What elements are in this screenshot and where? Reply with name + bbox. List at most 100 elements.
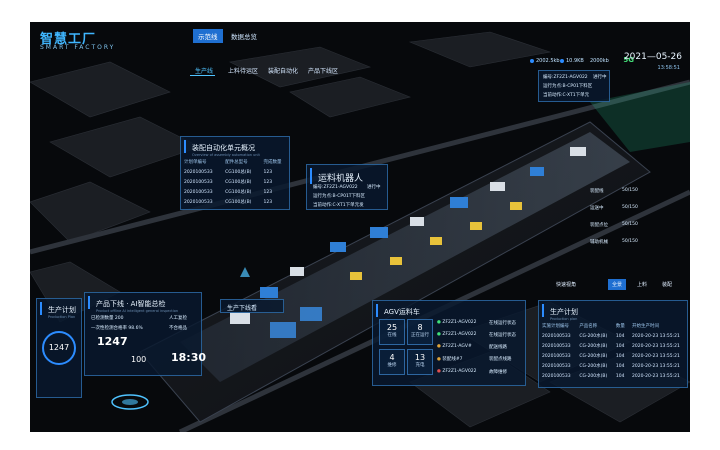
popup-row: 编号:ZF2Z1-AGV022: [543, 75, 588, 80]
panel-title: AGV运料车: [376, 304, 525, 317]
cell: 2020-20-23 13:55:21: [632, 353, 680, 359]
dot-icon: [530, 58, 534, 63]
cell: CG-200水(B): [579, 344, 608, 349]
cell: 123: [263, 179, 273, 185]
subnav-loading-area[interactable]: 上料待运区: [228, 68, 259, 75]
agv-id: ZF2Z1-AGV#: [442, 344, 472, 349]
plan-ring: 1247: [42, 331, 76, 365]
quick-view-loading[interactable]: 上料: [637, 282, 648, 288]
list-item[interactable]: ● ZF2Z1-AGV022 故障维修: [437, 369, 525, 375]
list-item[interactable]: 装配点位 50/150: [590, 222, 650, 228]
tab-data-overview[interactable]: 数据总览: [231, 33, 257, 41]
status-badge: 进行中: [367, 185, 381, 190]
column-header: 开始生产时间: [632, 324, 660, 329]
assembly-panel: 装配自动化单元概况 Overview of assembly automatio…: [180, 136, 290, 210]
stat-number: 25: [386, 323, 398, 332]
subnav-offline-area[interactable]: 产品下线区: [308, 68, 339, 75]
cell: 2020100533: [542, 353, 571, 359]
panel-title: 产品下线 · AI智能总检: [88, 296, 201, 309]
status-dot-icon: ●: [437, 344, 441, 349]
robot-row: 当前动作:C-XT1下单元发: [313, 203, 364, 208]
signal-5g-icon: 5G: [623, 56, 634, 64]
cell: 2020100533: [542, 333, 571, 339]
stat-label: 充电: [415, 363, 425, 368]
status-dot-icon: ●: [437, 320, 441, 325]
list-item[interactable]: ● ZF2Z1-AGV# 配送线路: [437, 344, 525, 350]
stat-number: 8: [417, 323, 423, 332]
production-plan-panel: 生产计划 Production plan 实施计划编号 产品名称 数量 开始生产…: [538, 300, 688, 388]
subnav-production-line[interactable]: 生产线: [195, 68, 214, 75]
status-dot-icon: ●: [437, 332, 441, 337]
app-subtitle: SMART FACTORY: [40, 44, 116, 51]
agv-list: ● ZF2Z1-AGV022 在线运行状态 ● ZF2Z1-AGV022 在线运…: [437, 320, 525, 375]
stat-download: 10.9KB: [560, 58, 584, 64]
cell: 2020100533: [184, 199, 213, 205]
stat-number: 13: [414, 353, 426, 362]
inspect-defect: 不合格品: [169, 326, 187, 331]
cell: 2020100533: [542, 363, 571, 369]
quick-view-assembly[interactable]: 装配: [662, 282, 673, 288]
cell: 123: [263, 169, 273, 175]
tab-demo-line[interactable]: 示范线: [193, 29, 223, 43]
quick-view-panorama[interactable]: 全景: [608, 279, 627, 290]
cell: 2020-20-23 13:55:21: [632, 363, 680, 369]
cell: 2020100533: [542, 373, 571, 379]
cell: CG-200水(B): [579, 364, 608, 369]
header-time: 13:58:51: [657, 65, 680, 71]
cell: 2020100533: [184, 169, 213, 175]
cell: CG-200水(B): [579, 354, 608, 359]
item-name: 辅助机械: [590, 240, 608, 245]
table-row[interactable]: 2020100533 CG100总(B) 123: [181, 167, 289, 177]
cell: CG100总(B): [225, 170, 252, 175]
list-item[interactable]: ● ZF2Z1-AGV022 在线运行状态: [437, 332, 525, 338]
panel-title: 装配自动化单元概况: [184, 140, 289, 153]
header-date: 2021—05-26: [623, 52, 682, 62]
panel-title: 生产计划: [40, 302, 81, 315]
item-value: 50/150: [622, 239, 638, 244]
table-header: 实施计划编号 产品名称 数量 开始生产时间: [539, 321, 687, 331]
stage-label: 生产下线看: [227, 305, 258, 312]
cell: 2020-20-23 13:55:21: [632, 333, 680, 339]
quick-view-label: 快速视角: [556, 282, 577, 288]
panel-title: 运料机器人: [310, 168, 387, 184]
list-item[interactable]: ● ZF2Z1-AGV022 在线运行状态: [437, 320, 525, 326]
panel-subtitle: Production plan: [550, 317, 578, 321]
list-item[interactable]: ● 装配线#7 装配点线路: [437, 356, 525, 362]
item-value: 50/150: [622, 205, 638, 210]
subnav-underline: [190, 75, 215, 76]
stat-label: 正在运行: [411, 333, 429, 338]
list-item[interactable]: 辅助机械 50/150: [590, 239, 650, 245]
inspect-count: 已检测数量 200: [91, 316, 124, 321]
agv-id: 装配线#7: [442, 357, 463, 362]
column-header: 配件总型号: [225, 160, 248, 165]
list-item[interactable]: 运送中 50/150: [590, 205, 650, 211]
column-header: 完成数量: [263, 160, 282, 165]
robot-row: 运行为点:B-CP01T下料区: [313, 194, 366, 199]
subnav-assembly[interactable]: 装配自动化: [268, 68, 299, 75]
cell: 104: [615, 353, 625, 359]
side-status-list: 装配线 50/150 运送中 50/150 装配点位 50/150 辅助机械 5…: [590, 188, 650, 245]
cell: 2020-20-23 13:55:21: [632, 343, 680, 349]
panel-subtitle: Production Plan: [48, 315, 76, 319]
list-item[interactable]: 装配线 50/150: [590, 188, 650, 194]
inspect-rate: 一次性检测合格率 98.6%: [91, 326, 143, 331]
panel-subtitle: Product offline AI intelligent general i…: [96, 309, 179, 313]
agv-desc: 装配点线路: [489, 357, 512, 362]
cell: 104: [615, 343, 625, 349]
status-badge: 进行中: [593, 75, 607, 80]
table-row[interactable]: 2020100533 CG-200水(B) 104 2020-20-23 13:55:…: [539, 351, 687, 361]
cell: 2020100533: [184, 179, 213, 185]
agv-desc: 在线运行状态: [489, 321, 516, 326]
status-dot-icon: ●: [437, 369, 441, 374]
cell: CG100总(B): [225, 200, 252, 205]
cell: 2020100533: [184, 189, 213, 195]
